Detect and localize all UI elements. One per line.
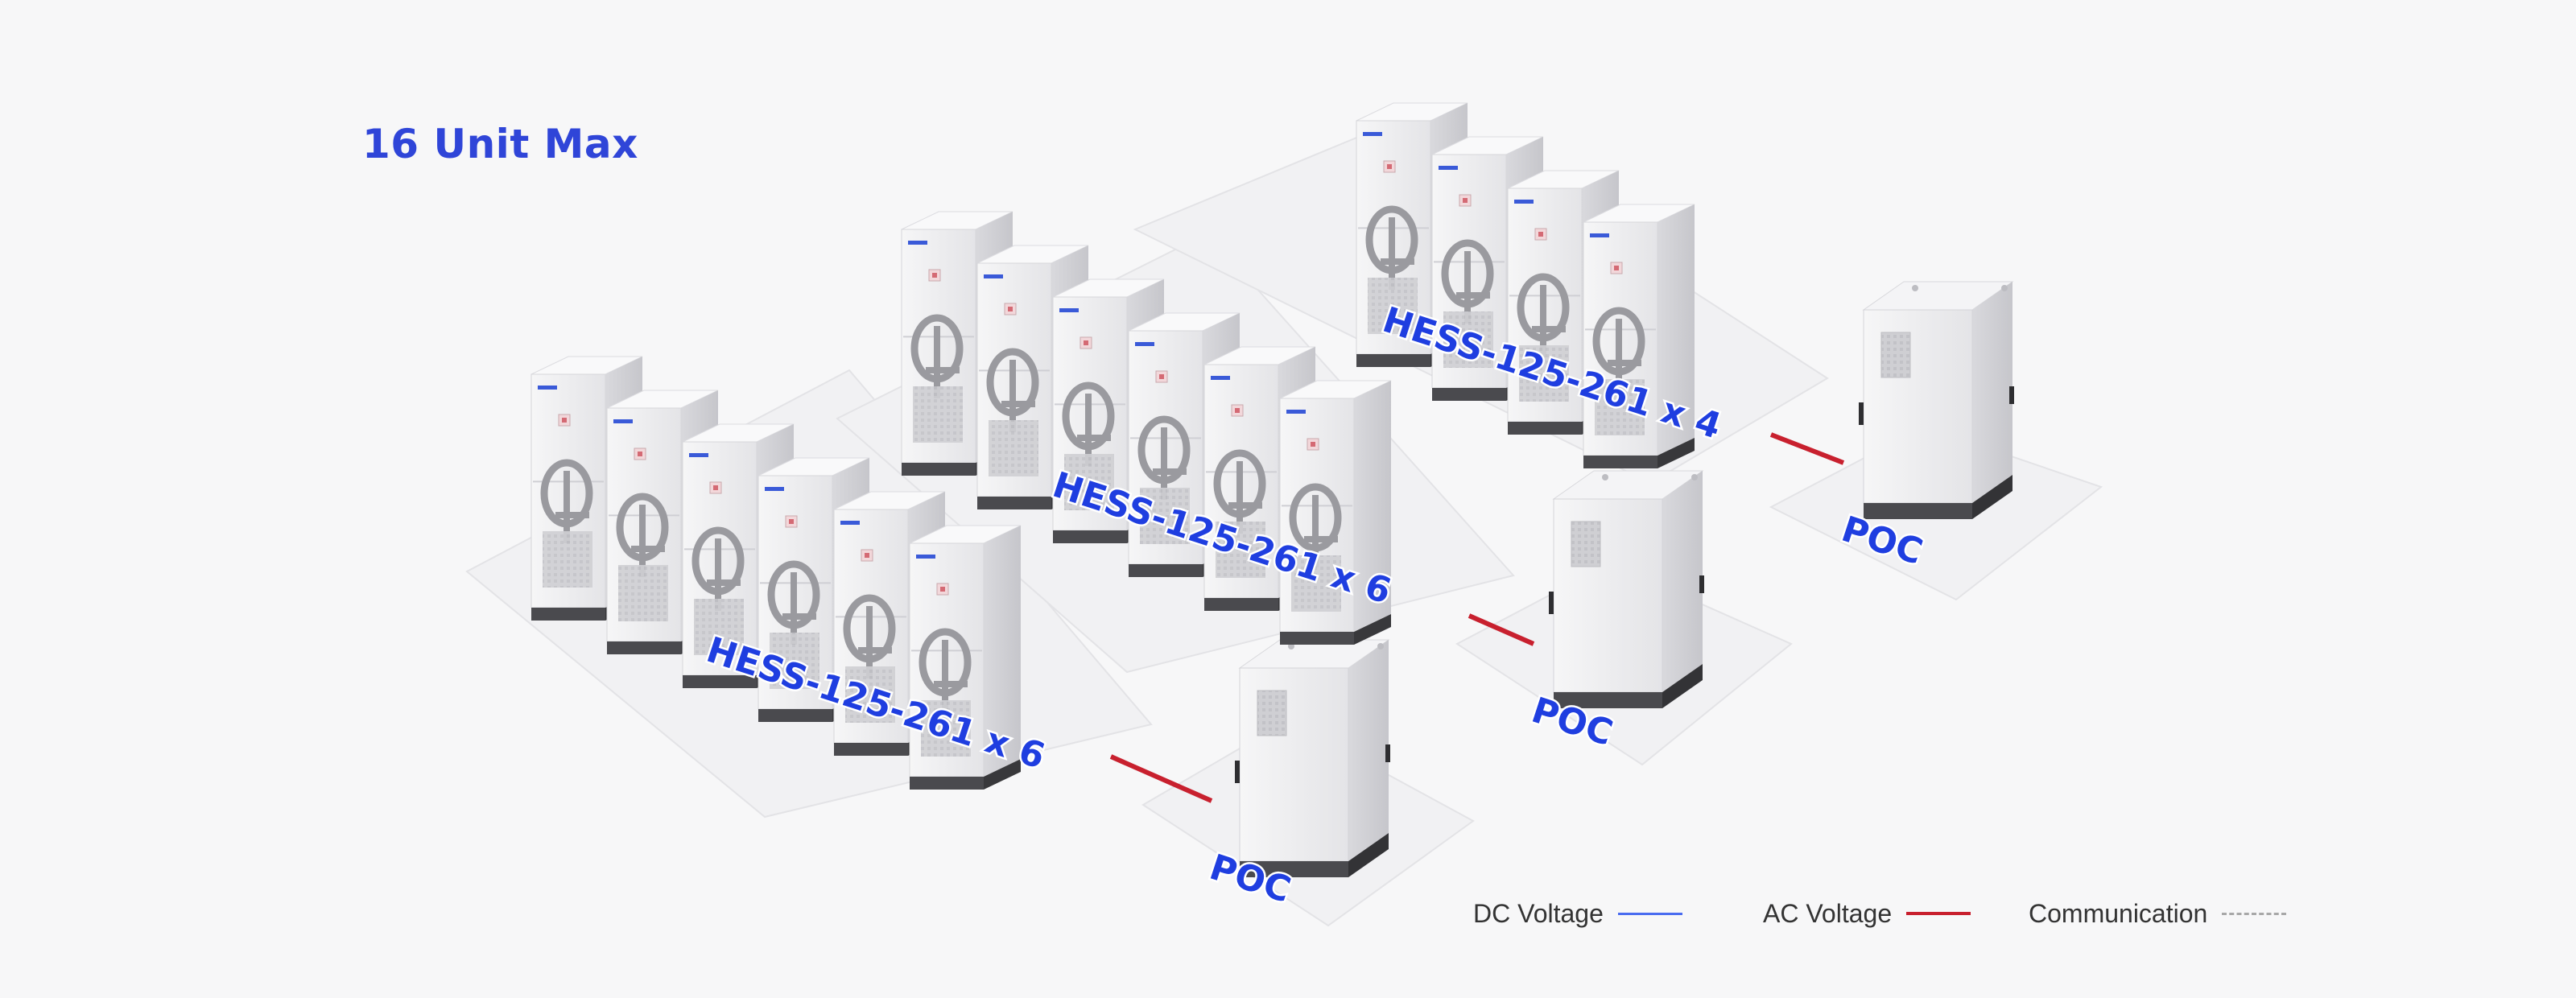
battery-group (1356, 102, 1695, 468)
legend-ac-label: AC Voltage (1763, 898, 1893, 928)
poc-cabinet-icon (1549, 470, 1704, 708)
battery-group (901, 211, 1392, 645)
legend-dc-line (1617, 912, 1682, 915)
battery-cabinet-icon (1583, 204, 1695, 468)
legend-item-dc: DC Voltage (1473, 893, 1682, 934)
legend-item-ac: AC Voltage (1763, 893, 1971, 934)
poc-cabinet-icon (1859, 281, 2014, 519)
ac-voltage-line (1468, 613, 1535, 646)
legend-ac-line (1906, 912, 1971, 915)
ac-voltage-line (1109, 754, 1213, 803)
legend-dc-label: DC Voltage (1473, 898, 1604, 928)
page-title: 16 Unit Max (362, 121, 638, 167)
battery-cabinet-icon (1279, 380, 1392, 645)
legend: DC Voltage AC Voltage Communication (1473, 893, 2310, 934)
battery-cabinet-icon (909, 525, 1022, 790)
legend-comm-line (2222, 912, 2287, 915)
ac-voltage-line (1769, 432, 1845, 465)
poc-cabinet-icon (1235, 639, 1390, 877)
legend-comm-label: Communication (2029, 898, 2208, 928)
battery-group (530, 356, 1022, 790)
equipment-groups (530, 102, 2014, 877)
legend-item-comm: Communication (2029, 893, 2287, 934)
